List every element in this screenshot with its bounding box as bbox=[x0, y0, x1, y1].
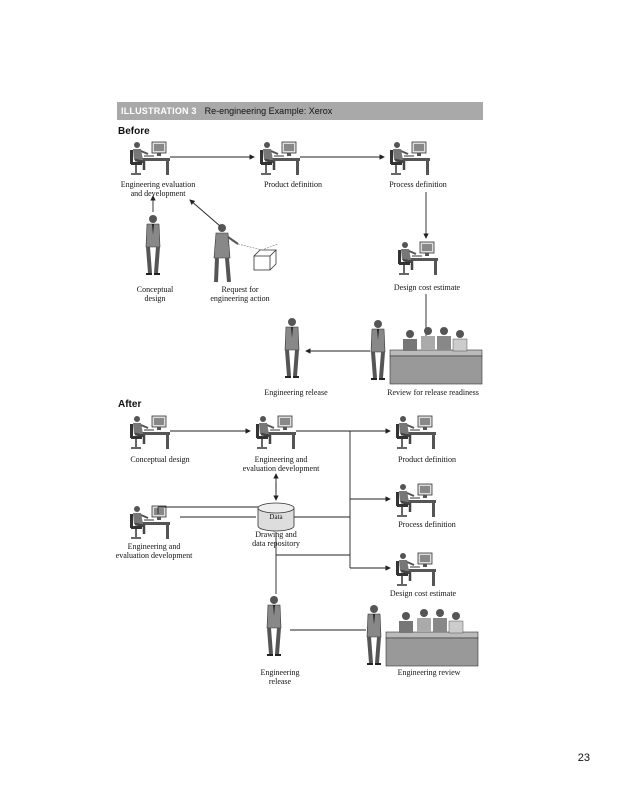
data-repository-icon bbox=[257, 502, 295, 532]
workstation-design-cost-icon bbox=[396, 240, 440, 277]
workstation-eng-eval-icon bbox=[128, 140, 172, 177]
workstation-product-def-icon bbox=[258, 140, 302, 177]
illustration-tag: ILLUSTRATION 3 bbox=[121, 106, 197, 116]
workstation-process-def-after-icon bbox=[394, 482, 438, 519]
page-number: 23 bbox=[577, 752, 590, 764]
caption-design-cost: Design cost estimate bbox=[393, 283, 461, 292]
caption-product-def: Product definition bbox=[264, 180, 322, 189]
caption-design-cost-after: Design cost estimate bbox=[389, 589, 457, 598]
review-group-after-icon bbox=[365, 603, 479, 667]
caption-conceptual-design-after: Conceptual design bbox=[130, 455, 190, 464]
workstation-conceptual-design-icon bbox=[128, 414, 172, 451]
caption-process-def: Process definition bbox=[389, 180, 447, 189]
workstation-product-def-after-icon bbox=[394, 414, 438, 451]
illustration-title: Re-engineering Example: Xerox bbox=[204, 106, 333, 116]
arrow-request-to-eng bbox=[189, 199, 221, 227]
review-group-icon bbox=[369, 318, 483, 385]
caption-process-def-after: Process definition bbox=[398, 520, 456, 529]
workstation-left-eng-icon bbox=[128, 504, 172, 541]
person-engineering-release-icon bbox=[283, 316, 301, 379]
workstation-process-def-icon bbox=[388, 140, 432, 177]
section-before: Before bbox=[118, 126, 150, 137]
data-cylinder-label: Data bbox=[269, 513, 283, 521]
person-conceptual-design-icon bbox=[144, 213, 162, 276]
person-release-after-icon bbox=[265, 594, 283, 657]
workstation-design-cost-after-icon bbox=[394, 551, 438, 588]
caption-product-def-after: Product definition bbox=[398, 455, 456, 464]
workstation-eng-eval-after-icon bbox=[254, 414, 298, 451]
caption-review-release: Review for release readiness bbox=[387, 388, 479, 397]
illustration-header: ILLUSTRATION 3 Re-engineering Example: X… bbox=[117, 102, 483, 120]
person-request-icon bbox=[213, 224, 279, 283]
caption-engineering-review: Engineering review bbox=[397, 668, 461, 677]
caption-engineering-release: Engineering release bbox=[264, 388, 328, 397]
section-after: After bbox=[118, 399, 142, 410]
